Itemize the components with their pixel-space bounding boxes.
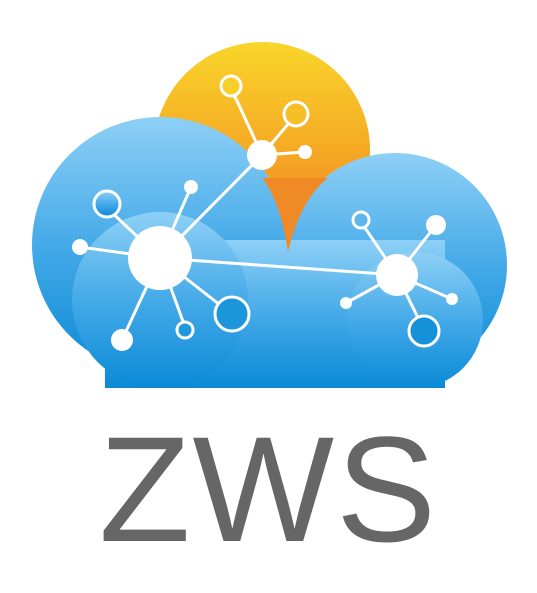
node	[340, 297, 352, 309]
sun-notch	[262, 178, 328, 252]
node-ring	[282, 100, 310, 128]
hub-node-right	[376, 254, 418, 296]
network-nodes	[72, 74, 458, 351]
hub-node-top	[247, 140, 277, 170]
node	[446, 293, 458, 305]
node	[298, 145, 312, 159]
node	[426, 215, 446, 235]
node	[72, 239, 88, 255]
hub-node-left	[128, 226, 192, 290]
node-ring	[351, 210, 371, 230]
node-ring	[213, 295, 251, 333]
node-ring	[175, 320, 195, 340]
node-ring	[407, 314, 441, 348]
node-ring	[92, 189, 122, 219]
brand-name: ZWS	[98, 405, 439, 573]
node-ring	[219, 74, 243, 98]
node	[184, 180, 198, 194]
node	[111, 329, 133, 351]
brand-wordmark: ZWS	[0, 404, 537, 574]
